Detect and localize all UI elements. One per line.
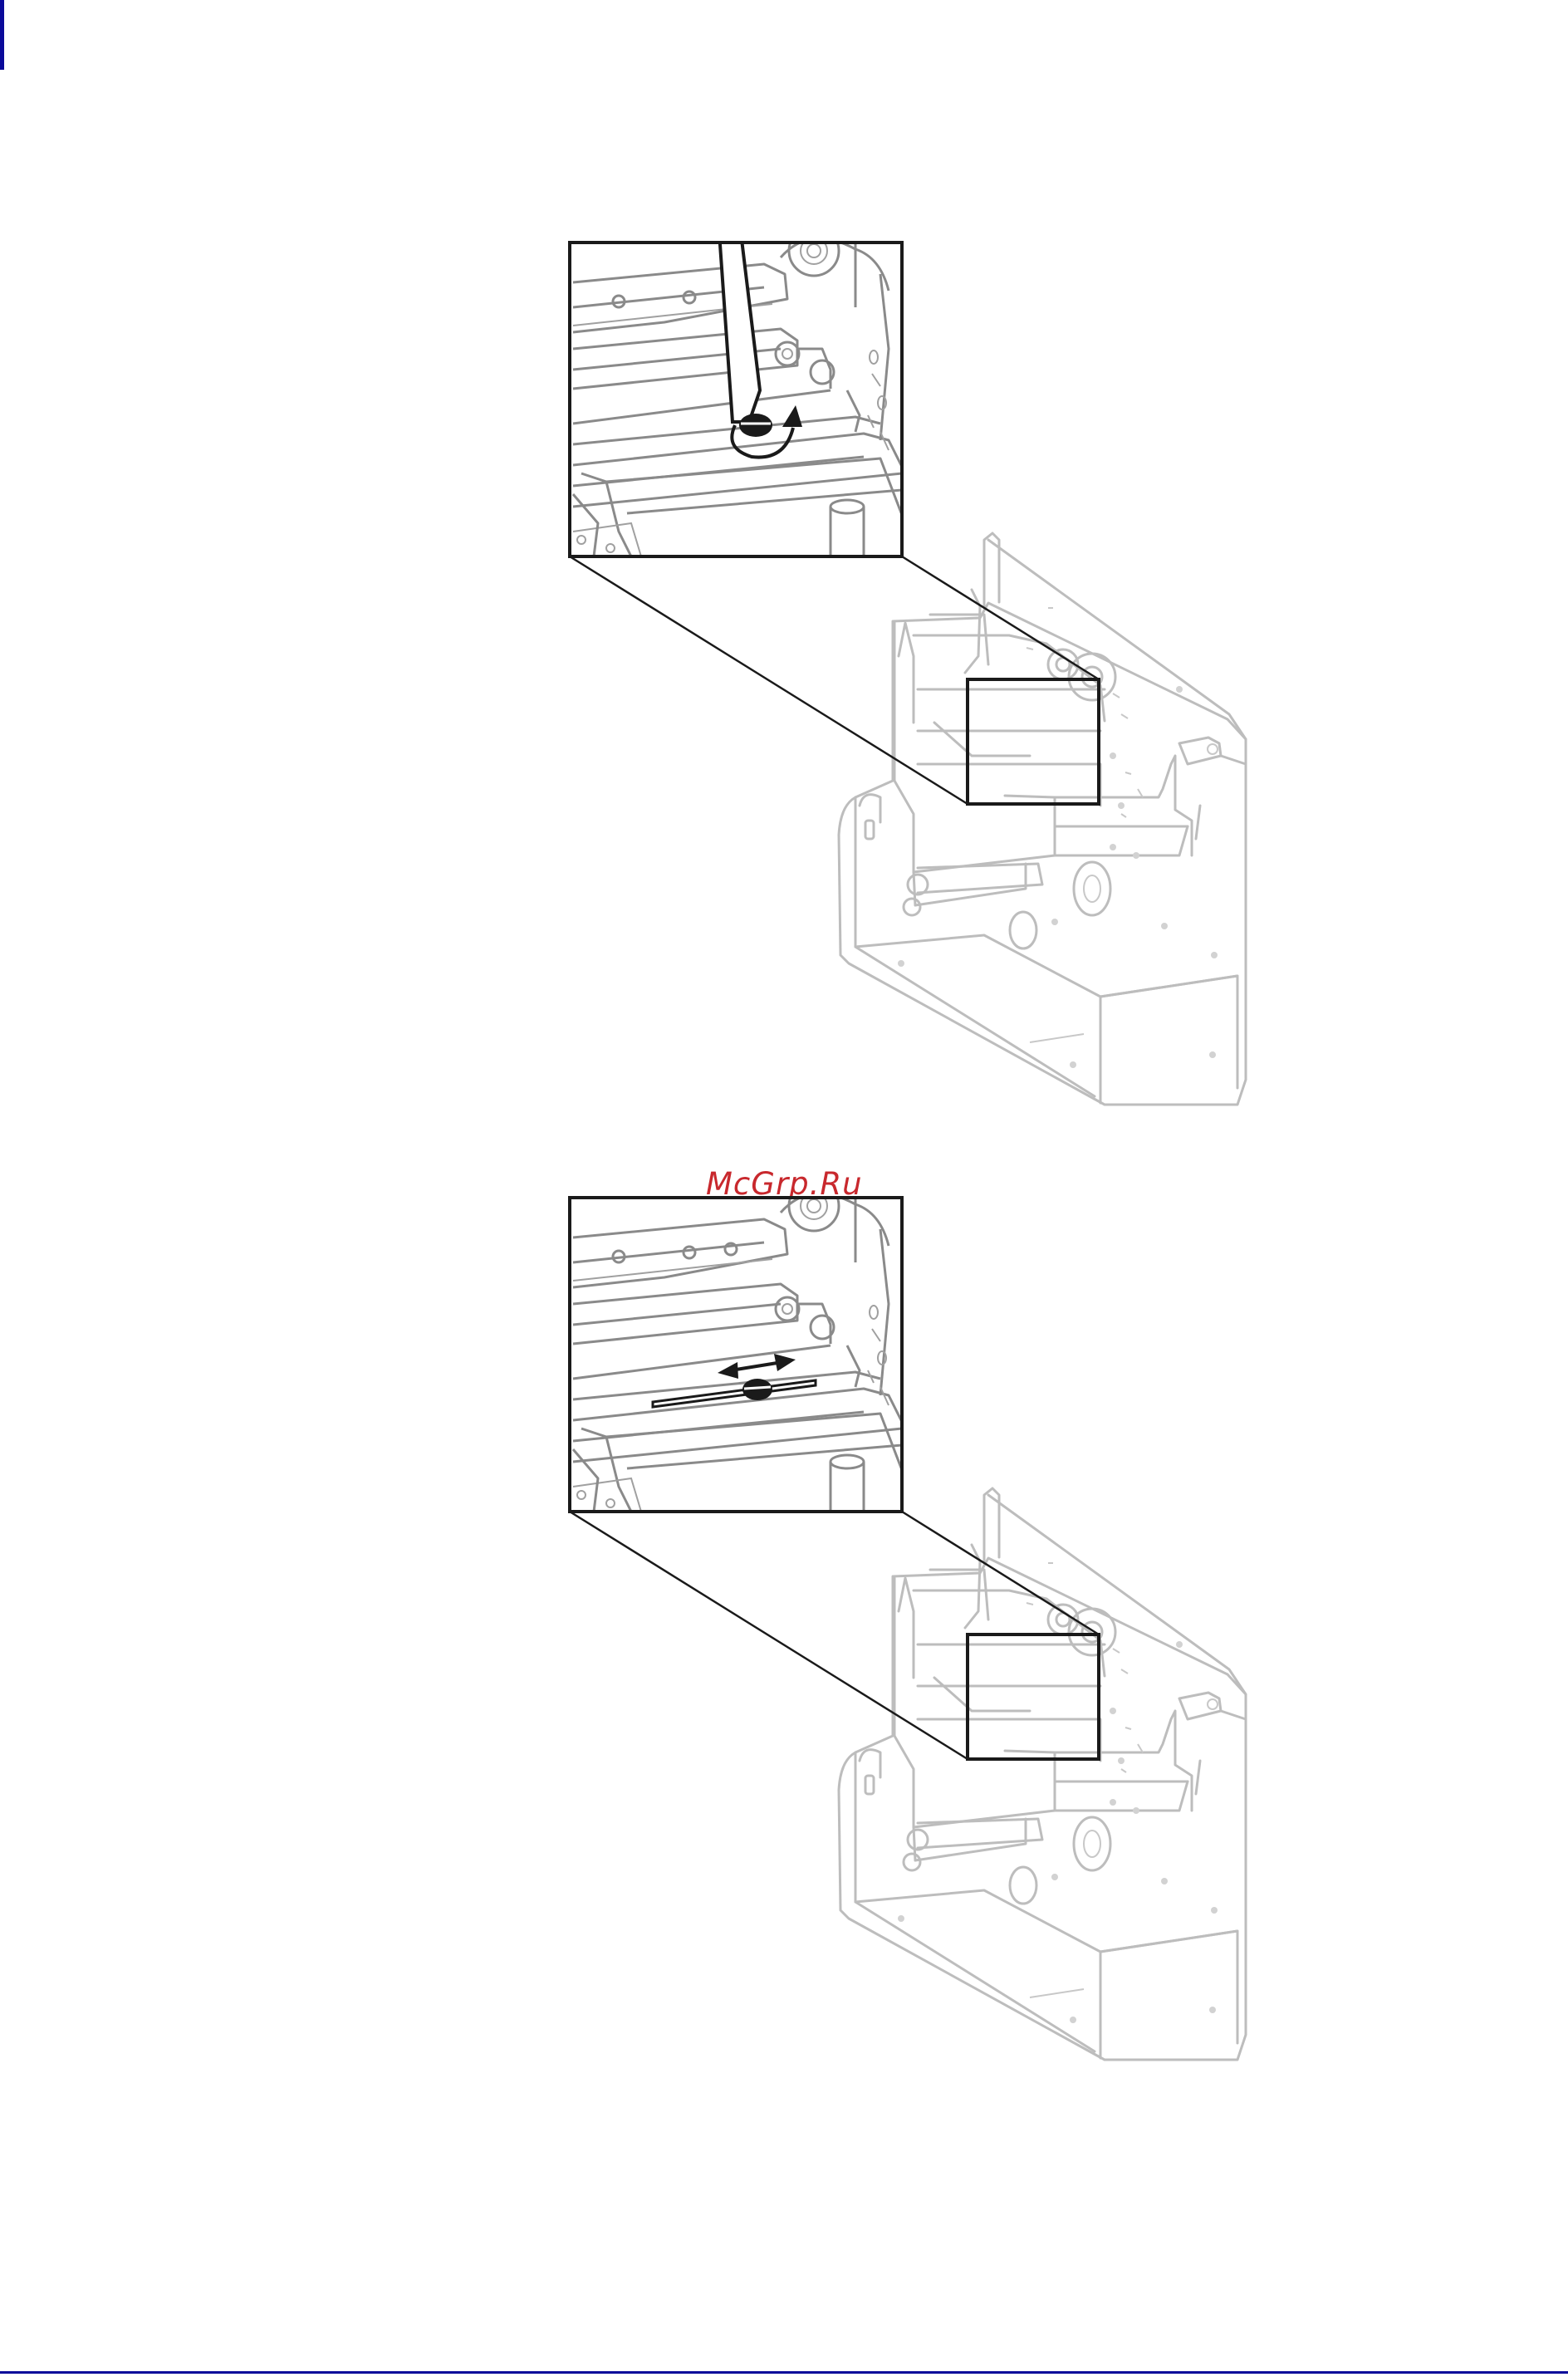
adjustment-screw-icon — [742, 1379, 772, 1400]
zoom-leader-line — [570, 556, 968, 804]
adjustment-screw-icon — [739, 414, 772, 437]
detail-area-marker — [968, 679, 1099, 804]
printer-figure-screwdriver — [0, 224, 1568, 1130]
detail-area-marker — [968, 1634, 1099, 1759]
printer-figure-slide — [0, 1179, 1568, 2085]
page-bottom-rule — [0, 2371, 1568, 2374]
printer-body-illustration — [839, 1488, 1246, 2060]
zoom-leader-line — [570, 1512, 968, 1759]
page-corner-bar — [0, 0, 4, 70]
printer-body-illustration — [839, 533, 1246, 1105]
